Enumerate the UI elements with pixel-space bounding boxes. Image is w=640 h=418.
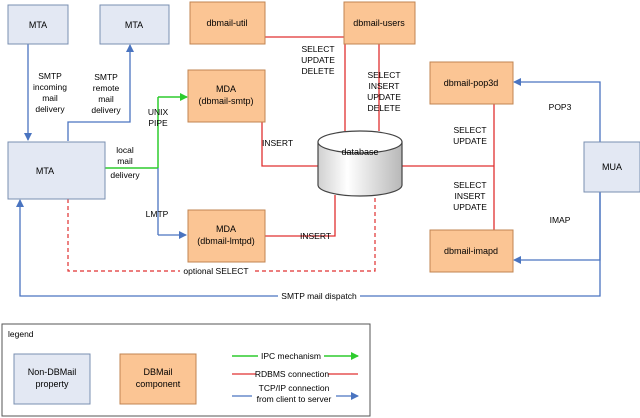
ipc-connections — [105, 93, 188, 169]
label-insert-smtp: INSERT — [262, 138, 293, 148]
mta-top-right-label: MTA — [125, 20, 143, 30]
legend: legend Non-DBMail property DBMail compon… — [1, 323, 371, 417]
svg-text:delivery: delivery — [110, 170, 140, 180]
svg-text:property: property — [35, 379, 69, 389]
label-imap: IMAP — [550, 215, 571, 225]
node-dbmail-imapd: dbmail-imapd — [429, 229, 514, 273]
label-lmtp: LMTP — [146, 209, 169, 219]
svg-text:delivery: delivery — [35, 104, 65, 114]
label-smtp-dispatch: SMTP mail dispatch — [281, 291, 357, 301]
svg-text:UPDATE: UPDATE — [367, 92, 401, 102]
node-mta-main: MTA — [7, 141, 106, 200]
svg-text:delivery: delivery — [91, 105, 121, 115]
svg-text:mail: mail — [42, 93, 58, 103]
svg-text:TCP/IP connection: TCP/IP connection — [259, 383, 330, 393]
mta-main-label: MTA — [36, 166, 54, 176]
svg-text:mail: mail — [117, 156, 133, 166]
dbmail-users-label: dbmail-users — [353, 18, 405, 28]
tcp-line-mta-to-remote — [67, 44, 134, 141]
dbmail-imapd-label: dbmail-imapd — [444, 246, 498, 256]
label-imap-ops: SELECT INSERT UPDATE — [453, 180, 487, 212]
svg-text:SMTP: SMTP — [38, 71, 62, 81]
node-dbmail-util: dbmail-util — [189, 1, 266, 45]
svg-text:Non-DBMail: Non-DBMail — [28, 367, 77, 377]
svg-text:remote: remote — [93, 83, 120, 93]
node-mda-smtp: MDA (dbmail-smtp) — [187, 69, 266, 123]
svg-text:SELECT: SELECT — [301, 44, 334, 54]
label-smtp-remote: SMTP remote mail delivery — [91, 72, 121, 115]
svg-text:UPDATE: UPDATE — [301, 55, 335, 65]
svg-text:component: component — [136, 379, 181, 389]
rdbms-line-lmtpd — [265, 195, 336, 237]
svg-text:DELETE: DELETE — [301, 66, 334, 76]
rdbms-line-smtp — [261, 92, 318, 167]
svg-text:INSERT: INSERT — [368, 81, 399, 91]
label-users-ops: SELECT INSERT UPDATE DELETE — [367, 70, 401, 113]
svg-text:IPC mechanism: IPC mechanism — [261, 351, 321, 361]
label-util-ops: SELECT UPDATE DELETE — [301, 44, 335, 76]
mda-lmtpd-label-2: (dbmail-lmtpd) — [197, 236, 255, 246]
label-optional-select: optional SELECT — [183, 266, 248, 276]
svg-text:SELECT: SELECT — [453, 125, 486, 135]
svg-text:SELECT: SELECT — [453, 180, 486, 190]
mta-top-left-label: MTA — [29, 20, 47, 30]
label-pop3: POP3 — [549, 102, 572, 112]
svg-text:UPDATE: UPDATE — [453, 136, 487, 146]
label-pop3-ops: SELECT UPDATE — [453, 125, 487, 146]
label-smtp-incoming: SMTP incoming mail delivery — [30, 70, 70, 120]
node-mta-top-right: MTA — [99, 4, 170, 45]
node-mta-top-left: MTA — [7, 4, 69, 45]
svg-text:local: local — [116, 145, 134, 155]
dbmail-util-label: dbmail-util — [206, 18, 247, 28]
legend-rdbms: RDBMS connection — [232, 369, 358, 379]
mda-smtp-label-1: MDA — [216, 84, 236, 94]
dbmail-pop3d-label: dbmail-pop3d — [444, 78, 499, 88]
svg-text:UPDATE: UPDATE — [453, 202, 487, 212]
legend-tcp: TCP/IP connection from client to server — [232, 383, 359, 404]
legend-title: legend — [8, 329, 34, 339]
svg-text:SMTP: SMTP — [94, 72, 118, 82]
mua-label: MUA — [602, 162, 622, 172]
svg-text:PIPE: PIPE — [148, 118, 168, 128]
label-unix-pipe: UNIX PIPE — [148, 107, 169, 128]
node-mua: MUA — [583, 141, 640, 193]
node-mda-lmtpd: MDA (dbmail-lmtpd) — [187, 209, 266, 263]
svg-text:RDBMS connection: RDBMS connection — [255, 369, 329, 379]
svg-text:DBMail: DBMail — [143, 367, 172, 377]
label-insert-lmtp: INSERT — [300, 231, 331, 241]
svg-text:from client to server: from client to server — [257, 394, 332, 404]
database-label: database — [341, 147, 378, 157]
svg-text:DELETE: DELETE — [367, 103, 400, 113]
legend-ipc: IPC mechanism — [232, 351, 359, 361]
legend-dbmail: DBMail component — [119, 353, 197, 405]
mda-smtp-label-2: (dbmail-smtp) — [198, 96, 253, 106]
tcp-line-mua-imap — [513, 192, 601, 264]
svg-text:incoming: incoming — [33, 82, 67, 92]
legend-non-dbmail: Non-DBMail property — [13, 353, 91, 405]
tcp-line-mua-pop3 — [513, 78, 601, 142]
svg-text:INSERT: INSERT — [454, 191, 485, 201]
svg-text:SELECT: SELECT — [367, 70, 400, 80]
label-local-delivery: local mail delivery — [110, 145, 140, 180]
node-database: database — [317, 130, 403, 197]
node-dbmail-pop3d: dbmail-pop3d — [429, 61, 514, 105]
node-dbmail-users: dbmail-users — [343, 1, 416, 45]
mda-lmtpd-label-1: MDA — [216, 224, 236, 234]
svg-text:mail: mail — [98, 94, 114, 104]
svg-text:UNIX: UNIX — [148, 107, 169, 117]
